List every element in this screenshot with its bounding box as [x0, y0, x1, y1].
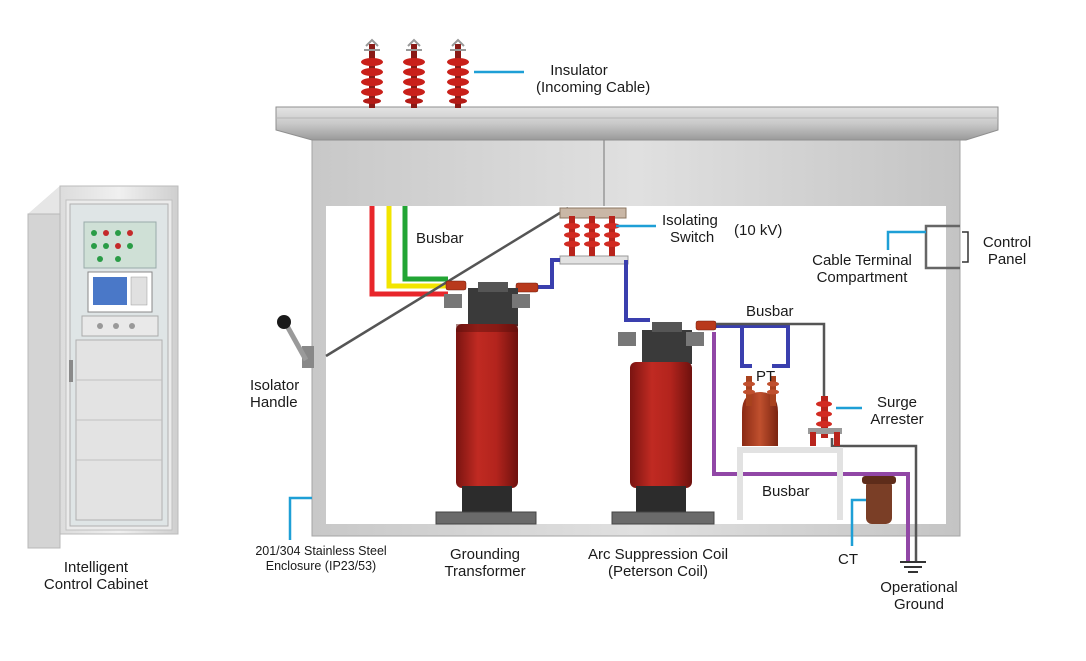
- ground-symbol: [900, 561, 926, 573]
- three-phase-busbar: [369, 206, 448, 297]
- label-insulator: Insulator (Incoming Cable): [536, 62, 651, 96]
- insulator-2: [403, 38, 425, 108]
- insulator-3: [447, 38, 469, 108]
- label-busbar-right: Busbar: [746, 303, 794, 320]
- label-intelligent-control-cabinet: Intelligent Control Cabinet: [43, 559, 149, 593]
- label-ct: CT: [838, 551, 858, 568]
- blue-connections: [520, 258, 790, 368]
- label-isolating-switch: Isolating Switch: [662, 212, 718, 246]
- phase-green-wire: [402, 206, 448, 282]
- label-isolator-handle: Isolator Handle: [250, 377, 300, 411]
- label-cable-terminal: Cable Terminal Compartment: [812, 252, 912, 286]
- potential-transformer: [742, 376, 779, 446]
- label-voltage: (10 kV): [734, 222, 783, 239]
- incoming-insulators: [361, 38, 469, 108]
- label-operational-ground: Operational Ground: [880, 579, 958, 613]
- connector-bushings: [445, 280, 717, 331]
- intelligent-control-cabinet: [27, 185, 179, 549]
- label-enclosure: 201/304 Stainless Steel Enclosure (IP23/…: [255, 544, 387, 573]
- phase-red-wire: [369, 206, 448, 297]
- surge-arrester: [808, 396, 842, 446]
- label-grounding-transformer: Grounding Transformer: [444, 546, 526, 580]
- phase-yellow-wire: [386, 206, 448, 289]
- current-transformer: [862, 476, 896, 524]
- label-control-panel: Control Panel: [982, 234, 1032, 268]
- label-pt: PT: [756, 368, 776, 385]
- label-busbar-top: Busbar: [416, 230, 464, 247]
- insulator-1: [361, 38, 383, 108]
- grounding-transformer: [435, 282, 537, 525]
- label-surge-arrester: Surge Arrester: [870, 394, 924, 428]
- isolating-switch: [559, 207, 629, 265]
- arc-suppression-coil: [611, 322, 715, 525]
- label-arc-suppression-coil: Arc Suppression Coil (Peterson Coil): [587, 546, 729, 580]
- indicator-lights: [91, 230, 133, 262]
- label-busbar-bottom: Busbar: [762, 483, 810, 500]
- leader-lines: [288, 70, 926, 546]
- control-panel-box: [924, 224, 969, 270]
- ground-and-signal-wires: [712, 322, 918, 562]
